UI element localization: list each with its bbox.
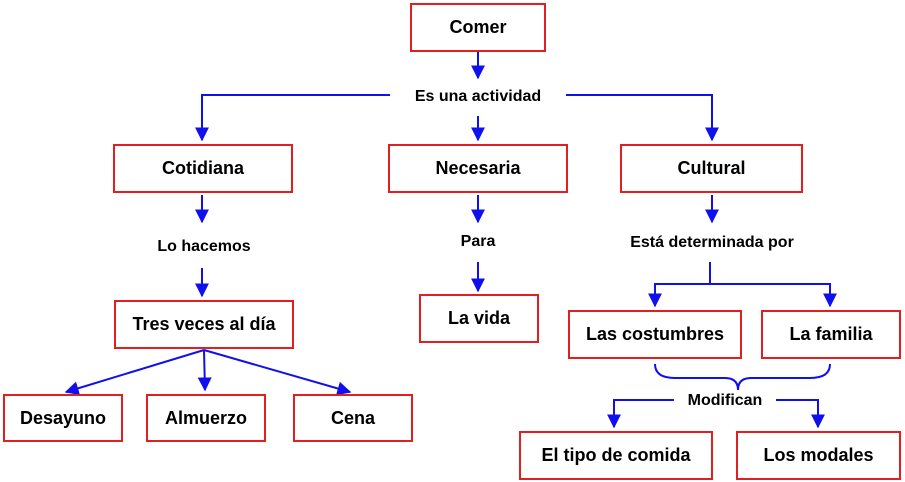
node-cena: Cena [293,394,413,442]
arrow-to-cotidiana [195,94,390,142]
node-necesaria: Necesaria [388,144,568,193]
label-modifican: Modifican [684,391,766,411]
node-modales: Los modales [736,431,901,480]
node-comer: Comer [410,3,546,52]
label-para: Para [457,232,499,252]
node-almuerzo: Almuerzo [146,394,266,442]
label-lo-hacemos: Lo hacemos [154,237,254,257]
node-cotidiana: Cotidiana [113,144,293,193]
node-tres-veces: Tres veces al día [114,300,294,349]
arrow-to-familia [710,283,837,308]
node-la-familia: La familia [761,310,901,359]
label-esta-determinada-por: Está determinada por [627,233,797,253]
node-las-costumbres: Las costumbres [568,310,742,359]
node-la-vida: La vida [419,294,539,343]
arrow-to-cultural [566,94,719,142]
node-tipo-comida: El tipo de comida [519,431,713,480]
arrow-to-tipocomida [607,399,674,429]
label-es-una-actividad: Es una actividad [411,87,545,107]
arrow-to-almuerzo [197,349,212,392]
arrow-to-modales [776,399,825,429]
arrow-to-desayuno [64,349,205,396]
arrow-to-cena [203,349,352,396]
brace [654,363,831,391]
arrow-to-costumbres [648,262,711,308]
node-desayuno: Desayuno [3,394,123,442]
node-cultural: Cultural [620,144,803,193]
